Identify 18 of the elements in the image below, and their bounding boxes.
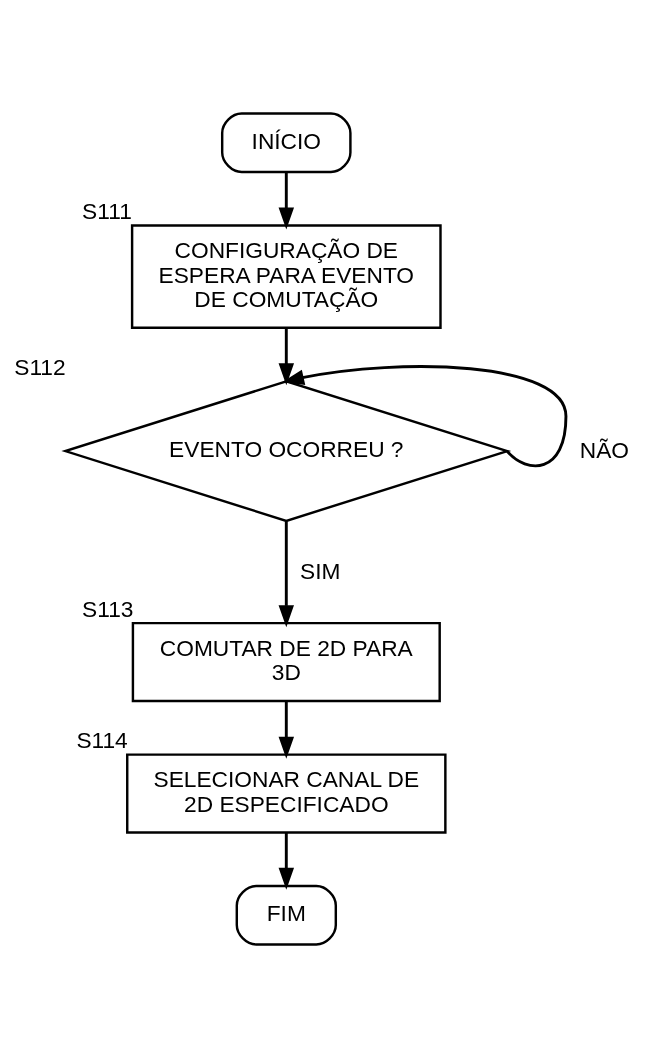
node-box: INÍCIO [220, 111, 352, 173]
arrow [278, 327, 295, 385]
node-box: FIM [235, 884, 337, 946]
edge-label: SIM [300, 557, 341, 584]
node-label: S111 [82, 197, 132, 224]
node-label: S112 [14, 353, 66, 380]
arrow [278, 701, 295, 759]
node-box: SELECIONAR CANAL DE 2D ESPECIFICADO [126, 752, 447, 834]
node-label: S113 [82, 595, 134, 622]
arrow [282, 364, 568, 467]
node-box: CONFIGURAÇÃO DE ESPERA PARA EVENTO DE COMUTAÇÃO [130, 223, 442, 329]
node-box: COMUTAR DE 2D PARA 3D [131, 621, 441, 702]
arrow [278, 832, 295, 890]
node-label: S114 [76, 726, 128, 753]
arrow [278, 171, 295, 230]
node-diamond: EVENTO OCORREU ? [61, 379, 512, 522]
arrow [278, 520, 295, 627]
edge-label: NÃO [579, 436, 629, 463]
